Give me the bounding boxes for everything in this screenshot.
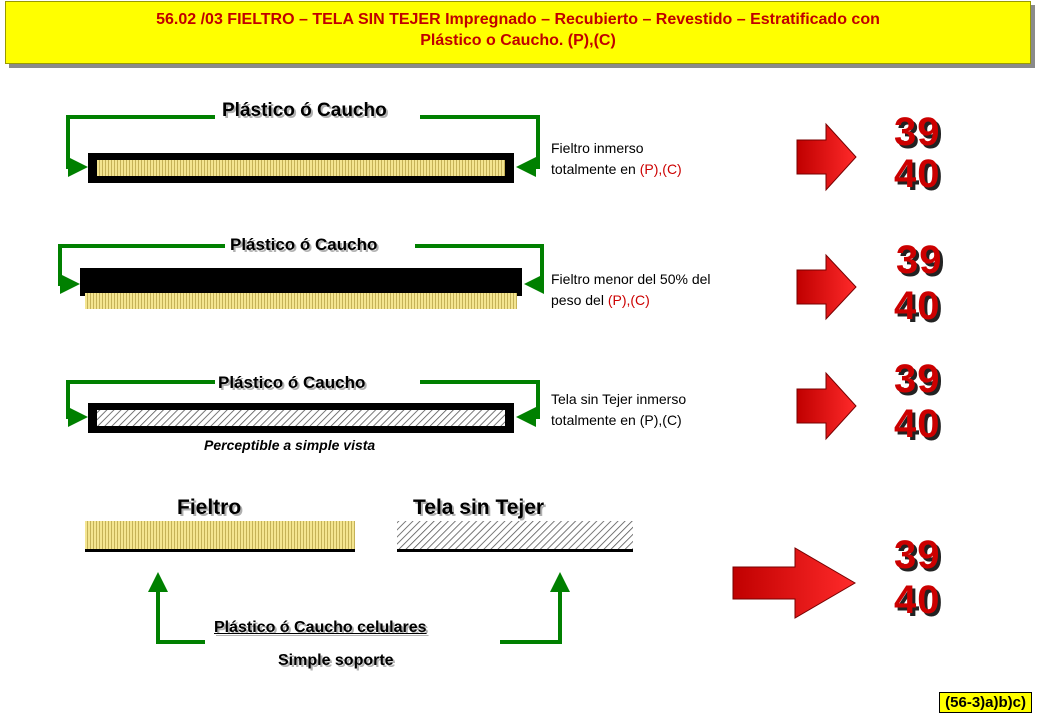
row3-nonwoven-core <box>97 410 505 426</box>
row2-note-red: (P),(C) <box>607 292 650 308</box>
felt-sample <box>85 521 355 549</box>
row1-red-arrow <box>796 122 857 192</box>
cellular-caption: Plástico ó Caucho celulares <box>214 619 427 636</box>
row1-diagram <box>66 115 857 192</box>
row3-diagram <box>66 371 857 441</box>
row3-note-line2: totalmente en (P),(C) <box>551 410 686 431</box>
nonwoven-label: Tela sin Tejer <box>413 496 545 519</box>
row1-right-arrow <box>420 115 540 177</box>
row1-felt-core <box>97 160 505 176</box>
row2-code-40: 40 <box>894 284 941 328</box>
row1-title: Plástico ó Caucho <box>222 100 387 121</box>
bottom-left-arrow <box>148 572 205 644</box>
row3-note-prefix: totalmente en (P),(C) <box>551 412 682 428</box>
bottom-right-arrow <box>500 572 570 644</box>
row3-note: Tela sin Tejer inmerso totalmente en (P)… <box>551 389 686 431</box>
row2-plastic-layer <box>80 268 522 296</box>
bottom-diagram <box>85 521 856 644</box>
row2-right-arrow <box>415 244 544 294</box>
row2-code-39: 39 <box>896 238 943 282</box>
row3-caption: Perceptible a simple vista <box>204 437 376 453</box>
footer-badge: (56-3)a)b)c) <box>939 692 1032 713</box>
row1-note-red: (P),(C) <box>639 161 682 177</box>
row1-note-line1: Fieltro inmerso <box>551 140 644 156</box>
row2-note-prefix: peso del <box>551 292 608 308</box>
row2-note-line2: peso del (P),(C) <box>551 290 711 311</box>
header-banner: 56.02 /03 FIELTRO – TELA SIN TEJER Impre… <box>5 1 1031 64</box>
bottom-red-arrow <box>732 547 856 619</box>
row2-note: Fieltro menor del 50% del peso del (P),(… <box>551 269 711 311</box>
header-line-1: 56.02 /03 FIELTRO – TELA SIN TEJER Impre… <box>156 11 880 28</box>
row3-note-line1: Tela sin Tejer inmerso <box>551 391 687 407</box>
felt-label: Fieltro <box>177 496 242 519</box>
row2-diagram <box>58 244 857 321</box>
row2-note-line1: Fieltro menor del 50% del <box>551 271 711 287</box>
nonwoven-sample <box>397 521 633 549</box>
row1-note: Fieltro inmerso totalmente en (P),(C) <box>551 138 682 180</box>
row1-note-prefix: totalmente en <box>551 161 640 177</box>
row1-code-40: 40 <box>894 152 941 196</box>
felt-sample-base <box>85 549 355 552</box>
row3-code-39: 39 <box>894 357 941 401</box>
row2-left-arrow <box>58 244 225 294</box>
row2-title: Plástico ó Caucho <box>230 235 378 254</box>
nonwoven-sample-base <box>397 549 633 552</box>
row2-red-arrow <box>796 253 857 321</box>
bottom-code-40: 40 <box>894 578 941 622</box>
row3-red-arrow <box>796 371 857 441</box>
row3-title: Plástico ó Caucho <box>218 373 366 392</box>
row3-left-arrow <box>66 380 215 427</box>
row3-right-arrow <box>420 380 540 427</box>
row2-felt-layer <box>85 293 517 309</box>
header-line-2: Plástico o Caucho. (P),(C) <box>420 32 616 49</box>
row1-note-line2: totalmente en (P),(C) <box>551 159 682 180</box>
row3-code-40: 40 <box>894 402 941 446</box>
row1-code-39: 39 <box>894 110 941 154</box>
row1-left-arrow <box>66 115 215 177</box>
bottom-code-39: 39 <box>894 533 941 577</box>
support-caption: Simple soporte <box>278 652 394 669</box>
